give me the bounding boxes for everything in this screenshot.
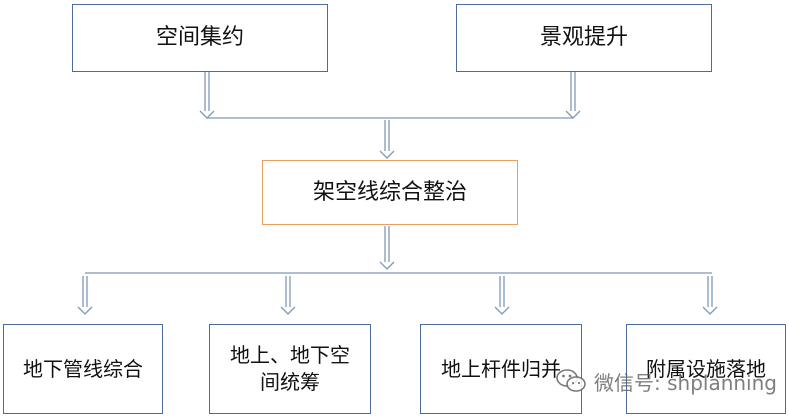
node-overhead-line-rectification: 架空线综合整治: [262, 160, 518, 225]
node-label: 景观提升: [539, 25, 628, 51]
arrow-from-center: [379, 226, 395, 270]
arrow-bottom-2: [280, 276, 296, 315]
node-above-below-ground: 地上、地下空 间统筹: [209, 324, 371, 414]
node-label: 空间集约: [155, 25, 244, 51]
watermark-text: 微信号: shplanning: [594, 370, 777, 395]
node-underground-pipeline: 地下管线综合: [3, 324, 163, 414]
node-facility-grounding: 附属设施落地: [626, 324, 786, 414]
node-label-line2: 间统筹: [260, 370, 320, 394]
node-label-line1: 地上、地下空: [230, 343, 350, 367]
wechat-icon: [556, 369, 586, 392]
arrow-to-center: [379, 120, 395, 159]
arrow-bottom-3: [494, 276, 510, 315]
node-label: 地下管线综合: [23, 356, 143, 381]
node-space-intensive: 空间集约: [72, 4, 328, 72]
arrow-bottom-4: [702, 276, 718, 315]
node-label: 地上杆件归并: [441, 356, 561, 381]
node-pole-merging: 地上杆件归并: [420, 324, 582, 414]
watermark: 微信号: shplanning: [554, 364, 777, 398]
node-label: 附属设施落地: [646, 356, 766, 381]
arrow-top-right: [565, 72, 581, 119]
node-label: 架空线综合整治: [312, 179, 467, 205]
arrow-top-left: [199, 72, 215, 119]
arrow-bottom-1: [77, 276, 93, 315]
node-landscape-upgrade: 景观提升: [456, 4, 712, 72]
